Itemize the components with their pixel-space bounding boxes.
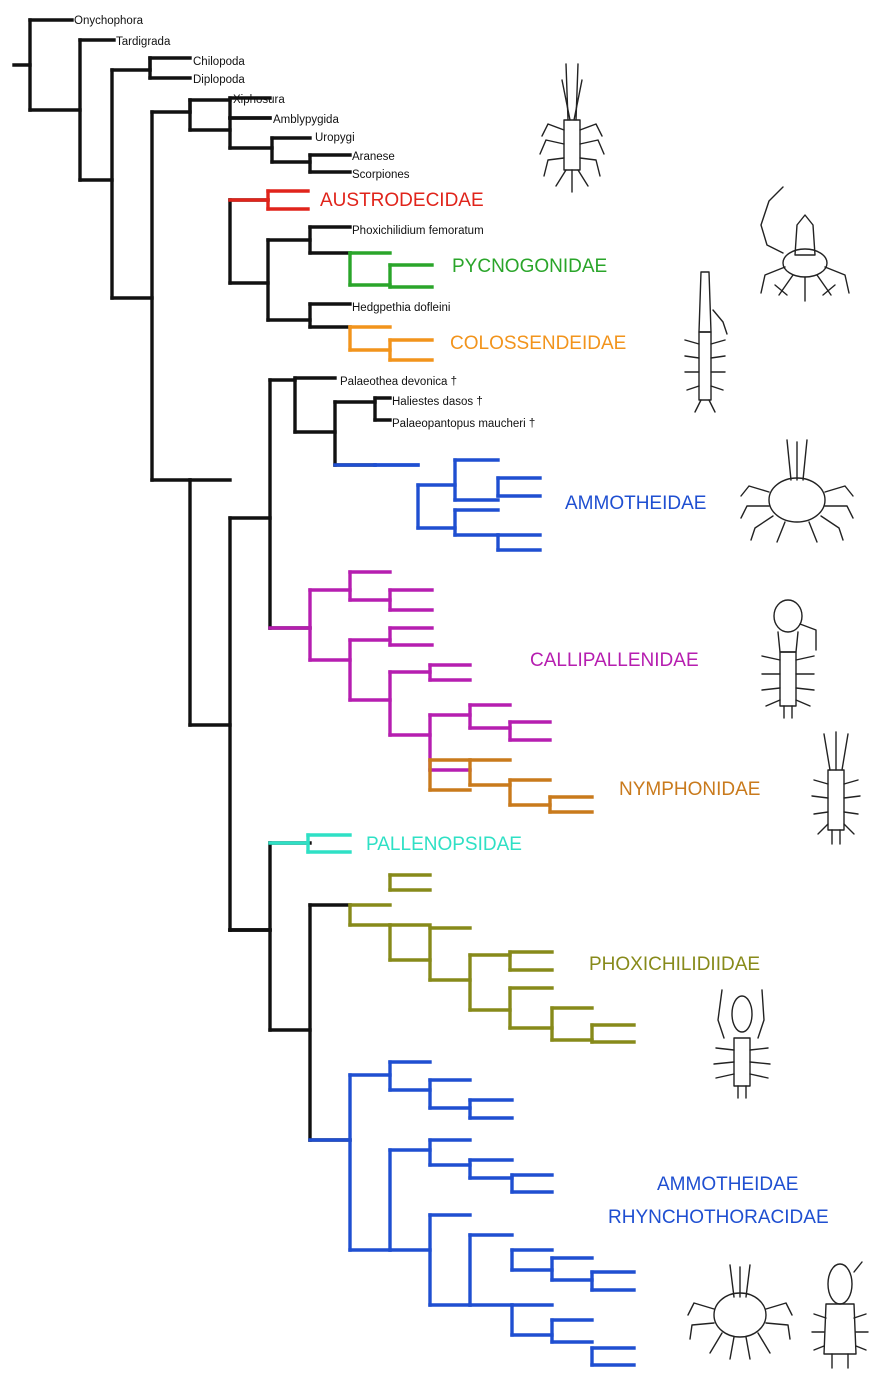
austrodecid-illustration xyxy=(761,187,849,301)
clade-label-callipallenidae: CALLIPALLENIDAE xyxy=(530,650,699,671)
clade-label-pallenopsidae: PALLENOPSIDAE xyxy=(366,834,522,855)
taxon-label-onychophora: Onychophora xyxy=(74,15,144,27)
taxon-label-diplopoda: Diplopoda xyxy=(193,74,245,86)
rhynchothoracid-illustration xyxy=(812,1262,868,1368)
clade-label-austrodecidae: AUSTRODECIDAE xyxy=(320,190,484,211)
nymphonid-illustration xyxy=(812,732,860,844)
clade-label-rhynchothoracidae: RHYNCHOTHORACIDAE xyxy=(608,1207,829,1228)
clade-label-pycnogonidae: PYCNOGONIDAE xyxy=(452,256,607,277)
taxon-label-palaeothea-devonica: Palaeothea devonica † xyxy=(340,376,457,388)
taxon-label-hedgpethia-dofleini: Hedgpethia dofleini xyxy=(352,302,450,314)
ammotheid-illustration-2 xyxy=(688,1265,792,1359)
phoxichilidiid-illustration xyxy=(714,990,770,1098)
clade-label-nymphonidae: NYMPHONIDAE xyxy=(619,779,760,800)
taxon-label-xiphosura: Xiphosura xyxy=(233,94,285,106)
taxon-label-tardigrada: Tardigrada xyxy=(116,36,171,48)
taxon-label-scorpiones: Scorpiones xyxy=(352,169,410,181)
taxon-label-araneae: Aranese xyxy=(352,151,395,163)
taxon-labels: Onychophora Tardigrada Chilopoda Diplopo… xyxy=(74,15,535,430)
callipallenid-illustration xyxy=(762,600,816,718)
taxon-label-haliestes-dasos: Haliestes dasos † xyxy=(392,396,483,408)
taxon-label-palaeopantopus-maucheri: Palaeopantopus maucheri † xyxy=(392,418,535,430)
taxon-label-chilopoda: Chilopoda xyxy=(193,56,245,68)
taxon-label-uropygi: Uropygi xyxy=(315,132,355,144)
clade-label-ammotheidae: AMMOTHEIDAE xyxy=(565,493,706,514)
clade-labels: AUSTRODECIDAE PYCNOGONIDAE COLOSSENDEIDA… xyxy=(320,190,829,1228)
taxon-label-amblypygida: Amblypygida xyxy=(273,114,339,126)
ammotheid-illustration xyxy=(741,440,853,542)
pycnogonid-illustration xyxy=(540,64,604,192)
taxon-label-phoxichilidium-femoratum: Phoxichilidium femoratum xyxy=(352,225,484,237)
tree-branches xyxy=(14,20,634,1365)
clade-label-ammotheidae-2: AMMOTHEIDAE xyxy=(657,1174,798,1195)
clade-label-phoxichilidiidae: PHOXICHILIDIIDAE xyxy=(589,954,760,975)
colossendeid-illustration xyxy=(685,272,727,412)
clade-label-colossendeidae: COLOSSENDEIDAE xyxy=(450,333,626,354)
